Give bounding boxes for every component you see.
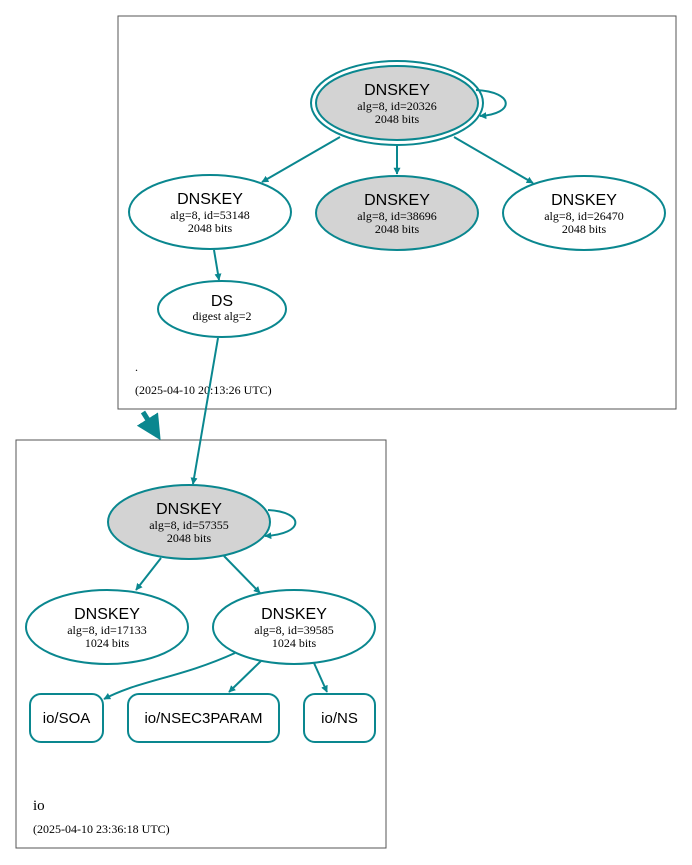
io-zone-timestamp: (2025-04-10 23:36:18 UTC) [33, 822, 170, 836]
io-ksk-ellipse [107, 484, 271, 560]
edge-39585-to-ns [313, 662, 328, 693]
io-zsk-17133-ellipse [25, 589, 189, 665]
io-soa-box [29, 693, 104, 743]
edge-53148-to-ds [213, 249, 222, 281]
edge-io-ksk-to-17133 [135, 557, 162, 591]
root-zsk-38696-detail: alg=8, id=38696 [357, 209, 437, 223]
edge-ds-to-io-ksk [190, 337, 219, 485]
edge-39585-to-nsec3param [228, 660, 262, 693]
root-zsk-26470-node[interactable]: DNSKEY alg=8, id=26470 2048 bits [502, 175, 666, 251]
root-zsk-26470-size: 2048 bits [562, 222, 607, 236]
io-zsk-39585-node[interactable]: DNSKEY alg=8, id=39585 1024 bits [212, 589, 376, 665]
io-ns-box [303, 693, 376, 743]
edge-delegation [136, 410, 161, 441]
root-zone-border [117, 15, 677, 410]
root-zone-cluster: DNSKEY alg=8, id=20326 2048 bits DNSKEY … [117, 15, 677, 410]
root-ksk-ellipse [315, 65, 479, 141]
root-zone-name: . [135, 360, 138, 374]
root-zsk-53148-ellipse [128, 174, 292, 250]
edges [103, 89, 534, 700]
root-ksk-size: 2048 bits [375, 112, 420, 126]
io-zsk-17133-detail: alg=8, id=17133 [67, 623, 147, 637]
ds-type: DS [211, 293, 233, 310]
root-zsk-53148-node[interactable]: DNSKEY alg=8, id=53148 2048 bits [128, 174, 292, 250]
io-zsk-17133-type: DNSKEY [74, 606, 140, 623]
root-zsk-53148-type: DNSKEY [177, 191, 243, 208]
root-zsk-26470-type: DNSKEY [551, 192, 617, 209]
root-zsk-38696-ellipse [315, 175, 479, 251]
io-zsk-39585-type: DNSKEY [261, 606, 327, 623]
io-ksk-size: 2048 bits [167, 531, 212, 545]
io-ns-node[interactable]: io/NS [303, 693, 376, 743]
io-zsk-17133-node[interactable]: DNSKEY alg=8, id=17133 1024 bits [25, 589, 189, 665]
io-ksk-type: DNSKEY [156, 501, 222, 518]
ds-node[interactable]: DS digest alg=2 [157, 280, 287, 338]
edge-io-ksk-to-39585 [223, 555, 261, 594]
ds-ellipse [157, 280, 287, 338]
io-zsk-39585-ellipse [212, 589, 376, 665]
io-zone-cluster: DNSKEY alg=8, id=57355 2048 bits DNSKEY … [15, 439, 387, 849]
root-zsk-53148-size: 2048 bits [188, 221, 233, 235]
root-ksk-detail: alg=8, id=20326 [357, 99, 437, 113]
io-zsk-39585-detail: alg=8, id=39585 [254, 623, 334, 637]
io-soa-node[interactable]: io/SOA [29, 693, 104, 743]
edge-io-ksk-self [264, 509, 297, 540]
io-zsk-17133-size: 1024 bits [85, 636, 130, 650]
root-zsk-38696-size: 2048 bits [375, 222, 420, 236]
edge-39585-to-soa [103, 652, 236, 700]
root-zsk-38696-type: DNSKEY [364, 192, 430, 209]
root-zsk-26470-detail: alg=8, id=26470 [544, 209, 624, 223]
io-nsec3param-box [127, 693, 280, 743]
edge-root-ksk-to-53148 [261, 136, 341, 183]
root-ksk-outer-ring [310, 60, 484, 146]
io-soa-label: io/SOA [43, 710, 91, 727]
io-ksk-detail: alg=8, id=57355 [149, 518, 229, 532]
io-ksk-node[interactable]: DNSKEY alg=8, id=57355 2048 bits [107, 484, 271, 560]
root-zone-timestamp: (2025-04-10 20:13:26 UTC) [135, 383, 272, 397]
io-ns-label: io/NS [321, 710, 358, 727]
root-zsk-38696-node[interactable]: DNSKEY alg=8, id=38696 2048 bits [315, 175, 479, 251]
root-zsk-53148-detail: alg=8, id=53148 [170, 208, 250, 222]
io-nsec3param-node[interactable]: io/NSEC3PARAM [127, 693, 280, 743]
io-zsk-39585-size: 1024 bits [272, 636, 317, 650]
root-ksk-node[interactable]: DNSKEY alg=8, id=20326 2048 bits [310, 60, 484, 146]
io-zone-name: io [33, 798, 45, 814]
root-zsk-26470-ellipse [502, 175, 666, 251]
ds-detail: digest alg=2 [192, 309, 251, 323]
root-ksk-type: DNSKEY [364, 82, 430, 99]
io-nsec3param-label: io/NSEC3PARAM [144, 710, 262, 727]
edge-root-ksk-to-26470 [453, 136, 534, 184]
edge-root-ksk-self [475, 89, 507, 120]
